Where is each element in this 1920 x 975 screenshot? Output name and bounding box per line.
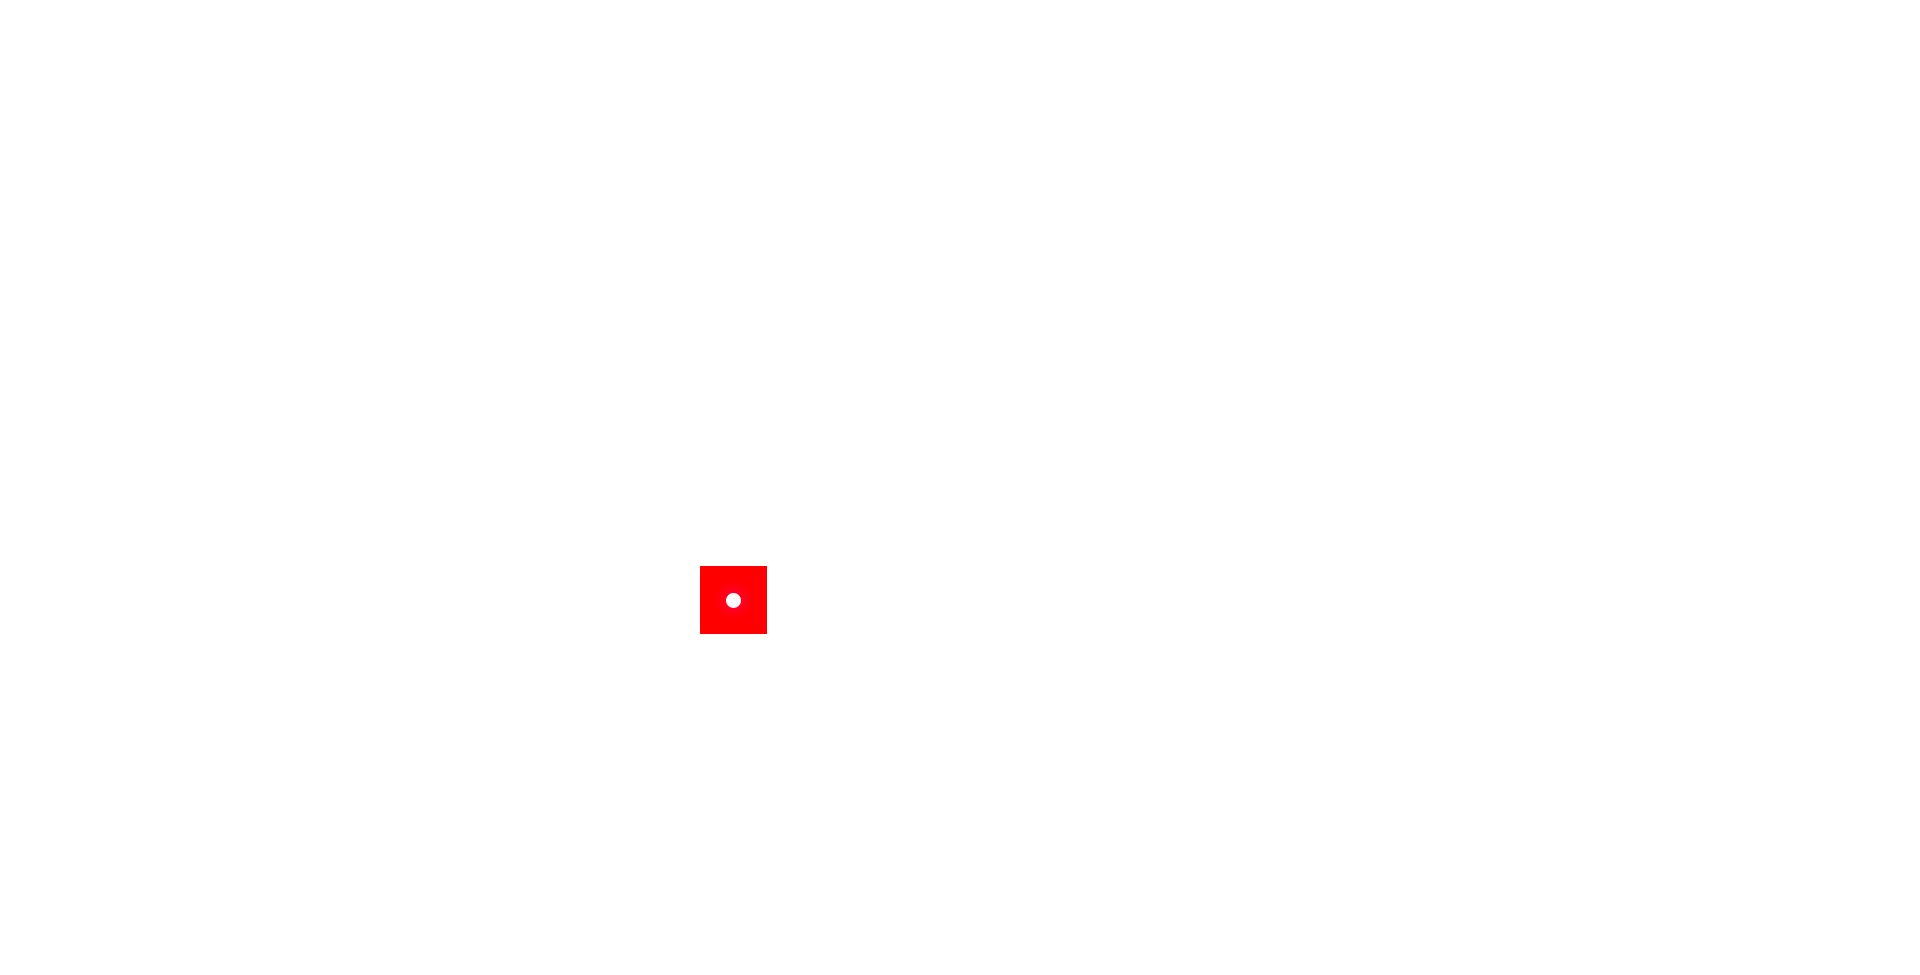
- target-center-dot-icon: [726, 592, 741, 608]
- click-target-marker[interactable]: [700, 566, 767, 634]
